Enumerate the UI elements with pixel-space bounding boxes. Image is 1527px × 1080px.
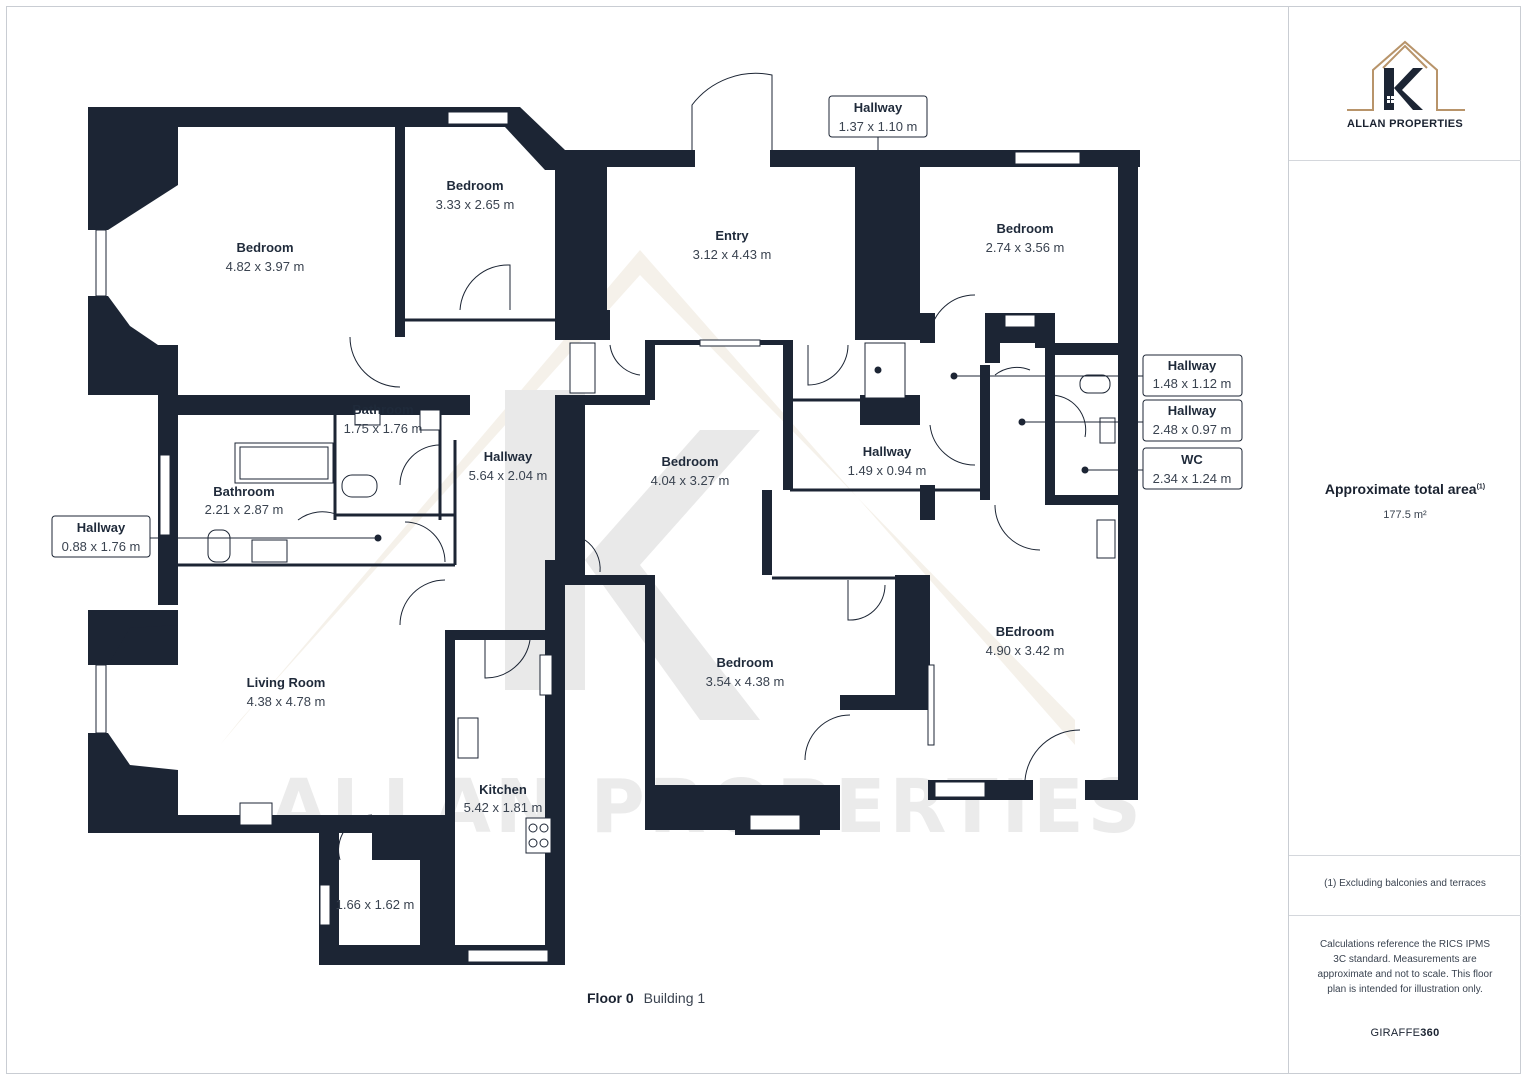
page-frame [6,6,1521,1074]
wc-toilet [1079,374,1111,394]
room-dims: 3.12 x 4.43 m [693,247,772,262]
stove-burner-1 [528,823,538,833]
sidebar-divider [1289,915,1521,916]
room-dims: 4.04 x 3.27 m [651,473,730,488]
room-dims: 4.82 x 3.97 m [226,259,305,274]
room-dims: 4.90 x 3.42 m [986,643,1065,658]
room-name: Bedroom [996,221,1053,236]
sidebar-divider [1289,160,1521,161]
room-name: Bathroom [352,402,413,417]
room-dims: 2.21 x 2.87 m [205,502,284,517]
bathtub-inner [239,446,329,480]
room-dims: 4.38 x 4.78 m [247,694,326,709]
toilet [341,474,378,498]
callout-name: WC [1181,452,1203,467]
callout-dims: 1.48 x 1.12 m [1153,376,1232,391]
area-label: Approximate total area(1) [1289,481,1521,497]
fixtures [207,342,1116,854]
stove-burner-4 [539,838,549,848]
floor-plan: ALLAN PROPERTIES [51,72,1243,965]
room-name: Bedroom [446,178,503,193]
room-labels: Bedroom 4.82 x 3.97 m Bedroom 3.33 x 2.6… [205,178,1065,912]
callout-dims: 0.88 x 1.76 m [62,539,141,554]
bath-shower [419,409,441,431]
callout-name: Hallway [77,520,126,535]
callout-dims: 2.34 x 1.24 m [1153,471,1232,486]
bedroom-sink [1096,519,1116,559]
callout-leaders [150,137,1143,542]
kitchen-counter [539,654,553,696]
toilet-2 [207,529,231,563]
room-name: Hallway [863,444,912,459]
callout-box [1142,447,1243,490]
room-name: Kitchen [479,782,527,797]
stairs-right [864,342,906,399]
disclaimer: Calculations reference the RICS IPMS 3C … [1317,939,1493,995]
callouts: Hallway 1.37 x 1.10 m Hallway 1.48 x 1.1… [51,95,1243,558]
windows [95,111,1081,963]
room-dims: 5.42 x 1.81 m [464,800,543,815]
callout-box [51,515,151,558]
room-name: Bedroom [236,240,293,255]
stove [525,817,552,854]
callout-dims: 1.37 x 1.10 m [839,119,918,134]
bath-sink [354,409,381,426]
logo-text: ALLAN PROPERTIES [1346,118,1464,130]
floor-name: Floor 0 [587,990,634,1006]
stove-burner-2 [539,823,549,833]
stairs-left [569,342,596,394]
room-dims: 3.54 x 4.38 m [706,674,785,689]
doors [297,72,1087,861]
floor-label: Floor 0 Building 1 [587,990,705,1006]
credit-suffix: 360 [1420,1027,1440,1039]
room-name: Entry [715,228,749,243]
room-dims: 1.49 x 0.94 m [848,463,927,478]
room-name: BEdroom [996,624,1055,639]
stove-burner-3 [528,838,538,848]
callout-box [1142,354,1243,397]
room-dims: 2.74 x 3.56 m [986,240,1065,255]
company-logo: ALLAN PROPERTIES [1289,6,1521,160]
kitchen-sink [457,717,479,759]
footnote: (1) Excluding balconies and terraces [1324,878,1486,889]
callout-dims: 2.48 x 0.97 m [1153,422,1232,437]
wc-sink [1099,417,1116,444]
credit: GIRAFFE360 [1289,1027,1521,1039]
house-logo-icon [1347,40,1465,111]
room-name: Hallway [484,449,533,464]
callout-name: Hallway [1168,358,1217,373]
area-footnote-mark: (1) [1476,483,1486,491]
credit-prefix: GIRAFFE [1370,1027,1421,1039]
callout-name: Hallway [854,100,903,115]
room-dims: 5.64 x 2.04 m [469,468,548,483]
sink [251,539,288,563]
sidebar: ALLAN PROPERTIES Approximate total area(… [1288,6,1521,1074]
building-name: Building 1 [643,990,706,1006]
room-name: Bedroom [661,454,718,469]
room-name: Bedroom [716,655,773,670]
room-dims: 1.66 x 1.62 m [336,897,415,912]
area-label-text: Approximate total area [1324,481,1477,497]
area-value: 177.5 m² [1383,509,1427,521]
interior-walls [178,318,980,580]
sidebar-divider [1289,855,1521,856]
room-dims: 3.33 x 2.65 m [436,197,515,212]
callout-name: Hallway [1168,403,1217,418]
room-name: Living Room [247,675,326,690]
callout-box [1142,399,1243,442]
room-dims: 1.75 x 1.76 m [344,421,423,436]
callout-box [828,95,928,138]
room-name: Bathroom [213,484,274,499]
fireplace [239,802,273,826]
